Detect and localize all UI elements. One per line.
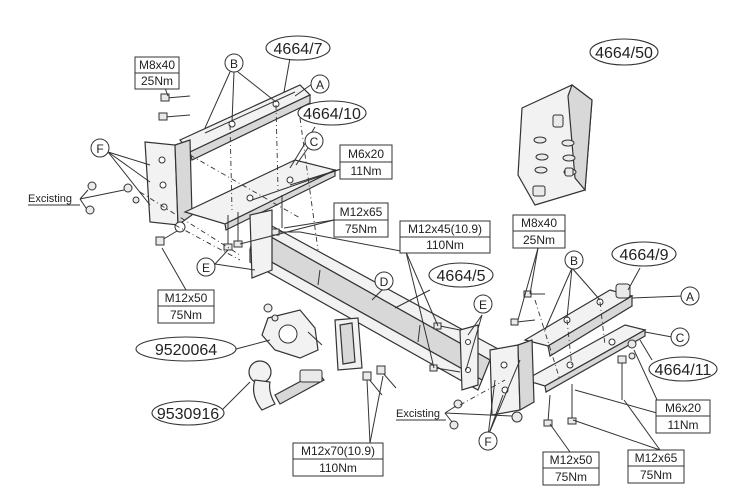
spec-m12x70: M12x70(10.9) 110Nm bbox=[292, 442, 384, 477]
spec-m6x20-right: M6x20 11Nm bbox=[655, 399, 711, 434]
inset-4664-50 bbox=[517, 84, 593, 206]
letter-c-right: C bbox=[670, 327, 690, 347]
letter-e-right: E bbox=[473, 294, 493, 314]
left-m12x50-bolt bbox=[155, 221, 186, 246]
left-existing-nuts bbox=[85, 181, 140, 215]
svg-text:11Nm: 11Nm bbox=[667, 418, 698, 432]
svg-text:Excisting: Excisting bbox=[28, 193, 72, 205]
spec-m12x65-right: M12x65 75Nm bbox=[627, 449, 685, 484]
svg-text:B: B bbox=[230, 57, 238, 71]
center-hanger-plate bbox=[334, 317, 363, 371]
svg-text:A: A bbox=[316, 78, 324, 92]
svg-text:110Nm: 110Nm bbox=[319, 461, 357, 475]
spec-m8x40-right: M8x40 25Nm bbox=[512, 214, 566, 249]
svg-text:E: E bbox=[202, 261, 210, 275]
part-label-9530916: 9530916 bbox=[151, 400, 225, 426]
svg-text:A: A bbox=[686, 290, 694, 304]
left-m8-bolts bbox=[158, 93, 191, 121]
svg-text:F: F bbox=[484, 435, 491, 449]
svg-text:9530916: 9530916 bbox=[157, 406, 219, 423]
svg-text:75Nm: 75Nm bbox=[640, 468, 672, 482]
tow-ball-9530916 bbox=[248, 360, 325, 411]
spec-m12x65-left: M12x65 75Nm bbox=[333, 202, 389, 238]
spec-m12x50-left: M12x50 75Nm bbox=[157, 289, 215, 324]
letter-a-right: A bbox=[680, 286, 700, 306]
right-dash-guides bbox=[459, 299, 606, 406]
left-dash-guides bbox=[139, 104, 319, 261]
svg-text:M6x20: M6x20 bbox=[665, 401, 701, 415]
svg-text:75Nm: 75Nm bbox=[345, 222, 377, 236]
right-m8-bolts bbox=[510, 290, 545, 326]
crossbar-left-end-plate bbox=[249, 209, 273, 279]
svg-text:75Nm: 75Nm bbox=[170, 308, 202, 322]
part-label-4664-10: 4664/10 bbox=[297, 100, 367, 126]
left-m12x65-bolts bbox=[223, 195, 283, 251]
svg-text:F: F bbox=[96, 142, 103, 156]
socket-plate-9520064 bbox=[261, 303, 323, 359]
svg-text:4664/9: 4664/9 bbox=[620, 247, 669, 264]
svg-text:C: C bbox=[676, 331, 685, 345]
svg-text:4664/7: 4664/7 bbox=[274, 41, 323, 58]
note-existing-right: Excisting bbox=[396, 408, 446, 421]
svg-text:25Nm: 25Nm bbox=[141, 74, 173, 88]
part-label-4664-5: 4664/5 bbox=[428, 262, 494, 288]
spec-m8x40-left: M8x40 25Nm bbox=[134, 56, 180, 90]
svg-text:M8x40: M8x40 bbox=[521, 216, 557, 230]
crossbar-right-end-bracket bbox=[459, 324, 479, 391]
right-vertical-bracket bbox=[489, 339, 535, 416]
svg-text:75Nm: 75Nm bbox=[555, 470, 587, 484]
letter-b-right: B bbox=[564, 250, 584, 270]
svg-text:M12x65: M12x65 bbox=[340, 205, 383, 219]
svg-text:D: D bbox=[380, 275, 389, 289]
svg-text:M8x40: M8x40 bbox=[139, 58, 175, 72]
svg-text:C: C bbox=[310, 135, 319, 149]
m12x70-bolts bbox=[362, 365, 397, 396]
svg-text:M6x20: M6x20 bbox=[348, 147, 384, 161]
leader-lines bbox=[79, 57, 684, 453]
note-existing-left: Excisting bbox=[28, 193, 80, 206]
svg-text:M12x50: M12x50 bbox=[165, 291, 208, 305]
svg-text:4664/5: 4664/5 bbox=[437, 268, 486, 285]
svg-text:M12x65: M12x65 bbox=[635, 451, 678, 465]
letter-e-left: E bbox=[196, 257, 216, 277]
spec-m12x50-right: M12x50 75Nm bbox=[542, 451, 600, 486]
svg-text:4664/50: 4664/50 bbox=[595, 45, 653, 62]
right-lower-bolts bbox=[543, 339, 637, 427]
svg-text:M12x70(10.9): M12x70(10.9) bbox=[301, 444, 375, 458]
left-side-bar-4664-7 bbox=[179, 84, 312, 161]
letter-d: D bbox=[374, 271, 394, 291]
part-label-9520064: 9520064 bbox=[135, 336, 237, 362]
svg-text:9520064: 9520064 bbox=[155, 342, 217, 359]
svg-text:4664/11: 4664/11 bbox=[655, 362, 712, 379]
letter-b-left: B bbox=[224, 53, 244, 73]
spec-m6x20-left: M6x20 11Nm bbox=[339, 144, 393, 180]
letter-f-right: F bbox=[478, 431, 498, 451]
svg-text:25Nm: 25Nm bbox=[523, 233, 555, 247]
part-label-4664-7: 4664/7 bbox=[265, 35, 331, 61]
svg-text:E: E bbox=[479, 298, 487, 312]
letter-c-left: C bbox=[304, 131, 324, 151]
letter-a-left: A bbox=[310, 74, 330, 94]
part-label-4664-50: 4664/50 bbox=[589, 38, 659, 66]
svg-text:B: B bbox=[570, 254, 578, 268]
svg-text:110Nm: 110Nm bbox=[426, 238, 464, 252]
right-plate-4664-11 bbox=[523, 324, 647, 393]
svg-text:M12x50: M12x50 bbox=[550, 453, 593, 467]
svg-text:M12x45(10.9): M12x45(10.9) bbox=[408, 222, 482, 236]
letter-f-left: F bbox=[90, 138, 110, 158]
spec-m12x45: M12x45(10.9) 110Nm bbox=[399, 220, 491, 254]
part-label-4664-9: 4664/9 bbox=[611, 241, 677, 267]
part-label-4664-11: 4664/11 bbox=[648, 356, 718, 382]
svg-text:Excisting: Excisting bbox=[396, 408, 440, 420]
svg-text:11Nm: 11Nm bbox=[350, 164, 381, 178]
svg-text:4664/10: 4664/10 bbox=[303, 106, 361, 123]
right-side-bar-4664-9 bbox=[523, 283, 634, 357]
